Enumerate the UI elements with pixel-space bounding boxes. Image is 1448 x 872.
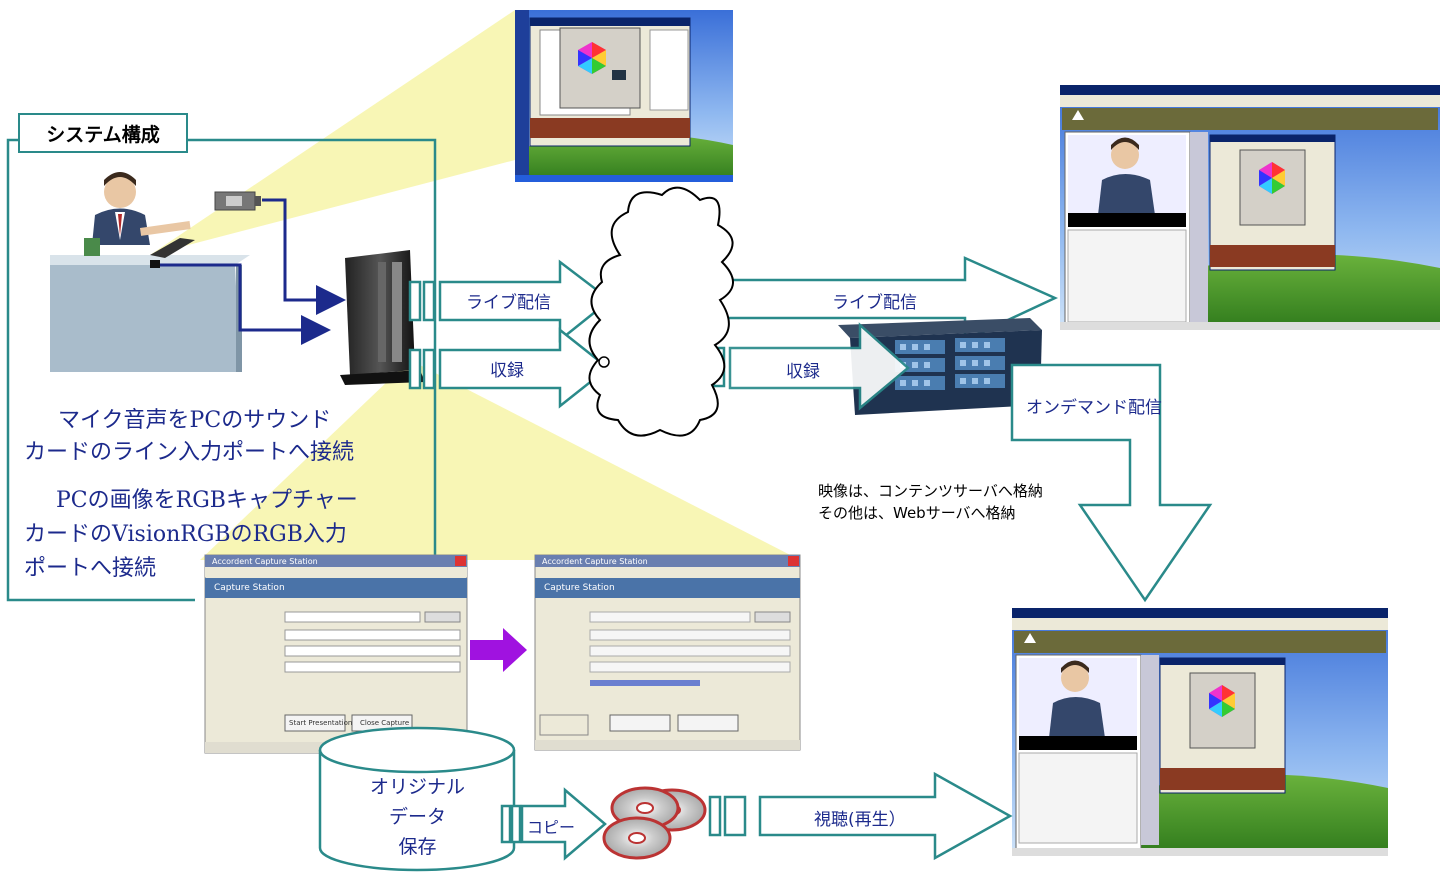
description-line-3: PCの画像をRGBキャプチャー — [56, 488, 358, 513]
arrow-connector — [408, 280, 422, 322]
description-line-4: カードのVisionRGBのRGB入力 — [24, 522, 347, 547]
system-frame-top — [188, 138, 437, 555]
viewer-screenshot-bottom — [1012, 608, 1388, 856]
arrow-connector — [723, 795, 747, 837]
record-label-1: 収録 — [490, 361, 524, 381]
arrow-connector — [408, 348, 422, 390]
copy-label: コピー — [527, 818, 576, 837]
camera-to-pc-line — [262, 198, 346, 315]
internet-cloud — [588, 186, 734, 437]
storage-note-line-1: 映像は、コンテンツサーバへ格納 — [818, 482, 1043, 500]
laptop-to-pc-line — [155, 263, 331, 345]
capture-window-right-header: Capture Station — [544, 583, 615, 593]
description-line-5: ポートへ接続 — [24, 556, 157, 581]
database-label-line-2: データ — [388, 806, 446, 828]
viewer-screenshot-top — [1060, 85, 1440, 330]
arrow-connector — [422, 348, 436, 390]
pc-tower-icon — [340, 250, 425, 385]
record-arrow-1 — [438, 327, 611, 409]
ondemand-label: オンデマンド配信 — [1026, 398, 1162, 418]
arrow-connector — [422, 280, 436, 322]
database-label-line-1: オリジナル — [369, 776, 465, 798]
diagram-title: システム構成 — [18, 113, 188, 153]
live-label-2: ライブ配信 — [832, 293, 917, 313]
live-arrow-1 — [438, 259, 613, 343]
capture-window-right — [534, 554, 801, 751]
record-arrow-2 — [728, 322, 910, 411]
arrow-connector — [500, 804, 512, 844]
record-label-2: 収録 — [786, 362, 820, 382]
desktop-screenshot-top — [515, 10, 733, 182]
capture-window-left-title: Accordent Capture Station — [212, 557, 318, 566]
live-label-1: ライブ配信 — [466, 293, 551, 313]
storage-note-line-2: その他は、Webサーバへ格納 — [818, 504, 1016, 522]
playback-arrow — [758, 771, 1013, 861]
presenter-illustration — [50, 172, 250, 372]
playback-label: 視聴(再生） — [814, 810, 906, 830]
system-frame-left — [6, 138, 195, 602]
camera-icon — [214, 191, 261, 211]
start-presentation-button: Start Presentation — [289, 719, 353, 727]
arrow-connector — [510, 804, 522, 844]
ondemand-arrow — [1010, 363, 1213, 603]
close-capture-button: Close Capture — [360, 719, 410, 727]
capture-window-right-title: Accordent Capture Station — [542, 557, 648, 566]
database-label-line-3: 保存 — [398, 836, 437, 858]
cd-discs-icon — [602, 786, 707, 860]
projection-cone-bottom — [200, 360, 800, 560]
copy-arrow — [520, 787, 607, 861]
server-rack-icon — [838, 318, 1042, 415]
capture-window-left-header: Capture Station — [214, 583, 285, 593]
description-line-1: マイク音声をPCのサウンド — [58, 408, 332, 433]
arrow-connector — [708, 795, 722, 837]
projection-cone-top — [150, 10, 515, 255]
description-line-2: カードのライン入力ポートへ接続 — [24, 440, 355, 465]
purple-transition-arrow — [470, 628, 527, 672]
original-data-cylinder — [318, 726, 516, 872]
